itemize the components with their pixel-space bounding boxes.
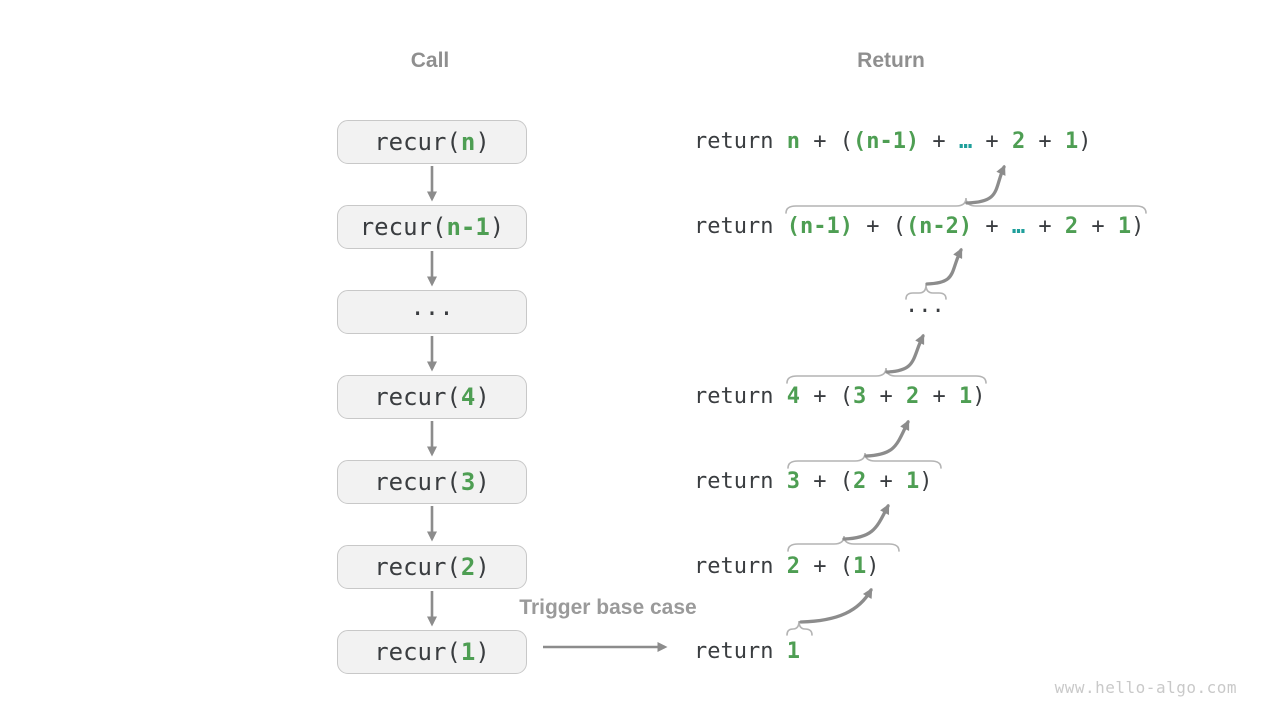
code-segment: ) bbox=[475, 638, 490, 666]
code-segment: 4 bbox=[460, 383, 476, 411]
code-segment: ) bbox=[866, 554, 880, 579]
curved-arrow-icon bbox=[799, 587, 873, 624]
code-segment: + bbox=[919, 129, 959, 154]
code-segment: return bbox=[694, 469, 787, 494]
code-segment: recur( bbox=[374, 128, 461, 156]
return-line-2: return 2 + (1) bbox=[694, 552, 879, 582]
code-segment: recur( bbox=[374, 638, 461, 666]
code-segment: recur( bbox=[374, 468, 461, 496]
code-segment: + ( bbox=[799, 554, 853, 579]
return-line-n: return n + ((n-1) + … + 2 + 1) bbox=[694, 127, 1091, 157]
code-segment: + bbox=[919, 384, 959, 409]
code-segment: (n-2) bbox=[905, 214, 973, 239]
code-segment: + bbox=[1078, 214, 1118, 239]
code-segment: 2 bbox=[786, 554, 800, 579]
code-segment: n bbox=[786, 129, 800, 154]
code-segment: ) bbox=[1131, 214, 1145, 239]
code-segment: … bbox=[958, 129, 973, 154]
call-box-recur-n: recur(n) bbox=[337, 120, 527, 164]
code-segment: 1 bbox=[1117, 214, 1132, 239]
code-segment: return bbox=[694, 639, 787, 664]
code-segment: 4 bbox=[786, 384, 800, 409]
code-segment: recur( bbox=[374, 553, 461, 581]
code-segment: + bbox=[866, 384, 906, 409]
code-segment: + bbox=[1025, 214, 1065, 239]
return-line-4: return 4 + (3 + 2 + 1) bbox=[694, 382, 985, 412]
return-line-n-1: return (n-1) + ((n-2) + … + 2 + 1) bbox=[694, 212, 1144, 242]
code-segment: 2 bbox=[1011, 129, 1026, 154]
code-segment: return bbox=[694, 129, 787, 154]
code-segment: n bbox=[460, 128, 476, 156]
code-segment: ... bbox=[905, 293, 945, 318]
code-segment: ) bbox=[475, 383, 490, 411]
code-segment: 3 bbox=[786, 469, 800, 494]
trigger-base-case-label: Trigger base case bbox=[519, 596, 697, 619]
code-segment: 2 bbox=[460, 553, 476, 581]
return-line-3: return 3 + (2 + 1) bbox=[694, 467, 932, 497]
code-segment: 1 bbox=[460, 638, 476, 666]
curved-arrow-icon bbox=[842, 503, 890, 541]
code-segment: return bbox=[694, 554, 787, 579]
call-box-recur-n-1: recur(n-1) bbox=[337, 205, 527, 249]
curved-arrow-icon bbox=[925, 247, 963, 286]
code-segment: 2 bbox=[852, 469, 867, 494]
code-segment: ) bbox=[919, 469, 933, 494]
curved-arrow-icon bbox=[864, 419, 910, 458]
code-segment: ) bbox=[475, 468, 490, 496]
code-segment: + ( bbox=[799, 129, 853, 154]
return-line-1: return 1 bbox=[694, 637, 800, 667]
code-segment: (n-1) bbox=[786, 214, 853, 239]
code-segment: ) bbox=[475, 128, 490, 156]
call-box-ellipsis: ... bbox=[337, 290, 527, 334]
code-segment: n-1 bbox=[446, 213, 490, 241]
code-segment: … bbox=[1011, 214, 1026, 239]
code-segment: 1 bbox=[852, 554, 867, 579]
call-box-recur-4: recur(4) bbox=[337, 375, 527, 419]
call-column-header: Call bbox=[410, 49, 450, 72]
brace-return-n-1 bbox=[785, 197, 1147, 214]
code-segment: 2 bbox=[905, 384, 920, 409]
code-segment: 2 bbox=[1064, 214, 1079, 239]
call-box-recur-3: recur(3) bbox=[337, 460, 527, 504]
code-segment: ) bbox=[475, 553, 490, 581]
code-segment: 3 bbox=[460, 468, 476, 496]
code-segment: ) bbox=[489, 213, 505, 241]
curved-arrow-icon bbox=[885, 333, 925, 374]
code-segment: 1 bbox=[1064, 129, 1079, 154]
code-segment: (n-1) bbox=[852, 129, 920, 154]
call-box-recur-2: recur(2) bbox=[337, 545, 527, 589]
code-segment: recur( bbox=[374, 383, 461, 411]
code-segment: ) bbox=[972, 384, 986, 409]
code-segment: 1 bbox=[786, 639, 800, 664]
curved-arrow-icon bbox=[965, 164, 1006, 205]
code-segment: 1 bbox=[905, 469, 920, 494]
brace-return-3 bbox=[787, 452, 942, 469]
code-segment: + ( bbox=[799, 469, 853, 494]
code-segment: + ( bbox=[799, 384, 853, 409]
code-segment: + ( bbox=[852, 214, 906, 239]
brace-return-1 bbox=[786, 620, 813, 636]
code-segment: + bbox=[972, 214, 1012, 239]
code-segment: ) bbox=[1078, 129, 1092, 154]
code-segment: recur( bbox=[359, 213, 447, 241]
watermark: www.hello-algo.com bbox=[1054, 678, 1237, 697]
code-segment: 1 bbox=[958, 384, 973, 409]
code-segment: + bbox=[1025, 129, 1065, 154]
return-ellipsis: ... bbox=[905, 293, 945, 327]
brace-return-4 bbox=[786, 367, 987, 384]
code-segment: + bbox=[866, 469, 906, 494]
return-column-header: Return bbox=[857, 49, 925, 72]
code-segment: 3 bbox=[852, 384, 867, 409]
code-segment: return bbox=[694, 384, 787, 409]
code-segment: + bbox=[972, 129, 1012, 154]
brace-return-2 bbox=[787, 535, 900, 552]
code-segment: return bbox=[694, 214, 787, 239]
call-box-recur-1: recur(1) bbox=[337, 630, 527, 674]
code-segment: ... bbox=[410, 293, 454, 321]
